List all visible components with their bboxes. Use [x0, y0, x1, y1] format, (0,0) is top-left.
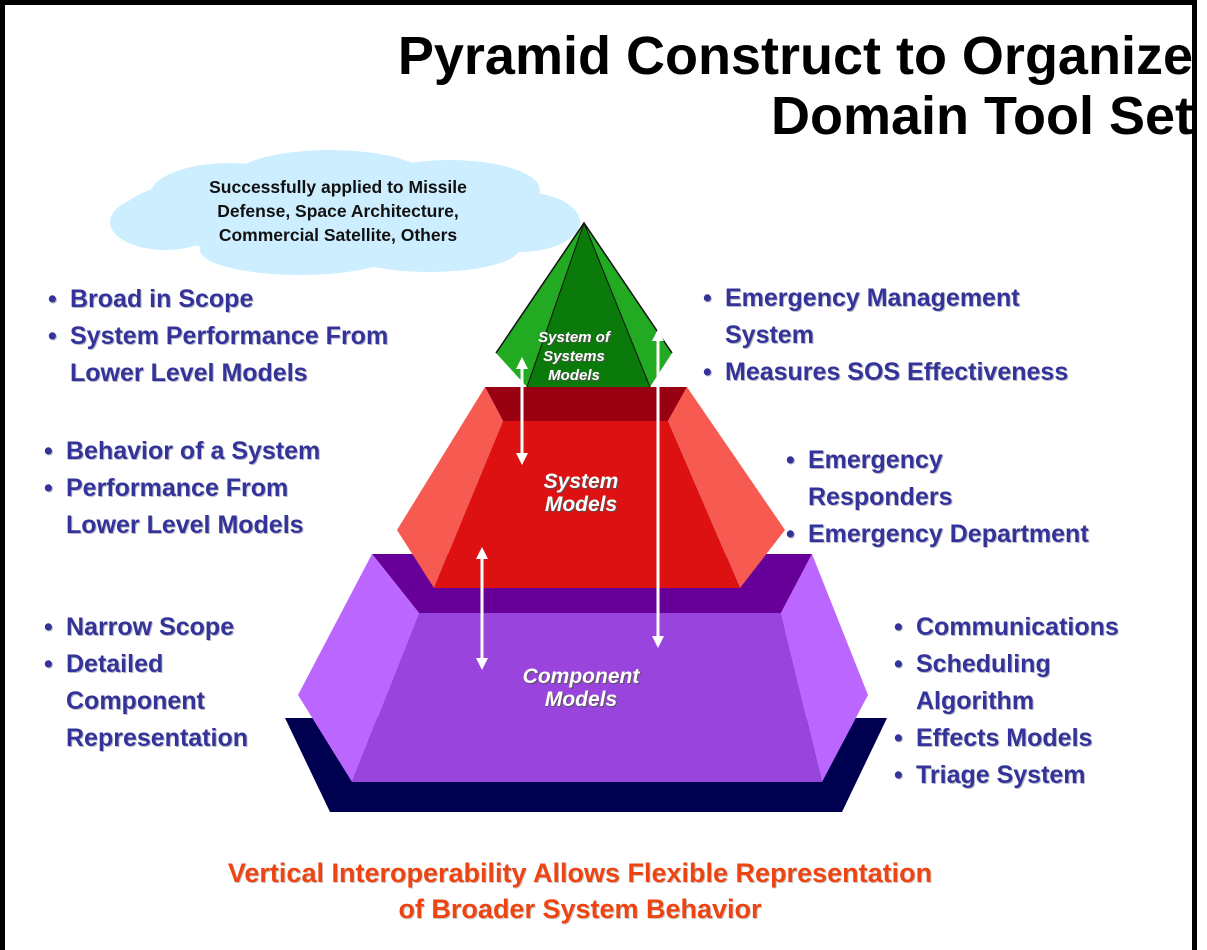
system-right-bullets: Emergency Responders Emergency Departmen…	[786, 442, 1089, 553]
sos-right-bullets: Emergency Management System Measures SOS…	[703, 280, 1068, 391]
system-left-bullets: Behavior of a System Performance From Lo…	[44, 433, 320, 544]
bullet-item: Measures SOS Effectiveness	[703, 354, 1068, 391]
cloud-line: Successfully applied to Missile	[209, 177, 467, 197]
bullet-item: Scheduling Algorithm	[894, 646, 1119, 720]
bullet-item: Emergency Responders	[786, 442, 1089, 516]
bullet-item: Emergency Department	[786, 516, 1089, 553]
system-tier-back	[485, 387, 687, 421]
cloud-line: Defense, Space Architecture,	[217, 201, 459, 221]
system-tier-left	[397, 387, 503, 588]
component-tier-face	[352, 613, 822, 782]
system-label-line: System	[543, 470, 619, 493]
cloud-text: Successfully applied to Missile Defense,…	[178, 175, 498, 247]
sos-tier-left	[496, 223, 584, 387]
component-tier-left	[298, 554, 419, 782]
sos-tier-right	[584, 223, 672, 387]
cloud-line: Commercial Satellite, Others	[218, 225, 458, 245]
component-label-line: Models	[544, 688, 618, 711]
system-label-line: Models	[544, 493, 618, 516]
footer-line-2: of Broader System Behavior	[398, 894, 762, 924]
sos-tier-ridge	[526, 221, 651, 388]
footer-line-1: Vertical Interoperability Allows Flexibl…	[227, 858, 933, 888]
sos-label-line: Models	[548, 367, 600, 384]
sos-label-line: System of	[538, 329, 610, 346]
system-tier-label: System Models	[526, 470, 636, 516]
bullet-item: Detailed Component Representation	[44, 646, 248, 757]
bullet-item: Emergency Management System	[703, 280, 1068, 354]
bullet-item: Narrow Scope	[44, 609, 248, 646]
bullet-item: Broad in Scope	[48, 281, 388, 318]
bullet-item: Behavior of a System	[44, 433, 320, 470]
sos-left-bullets: Broad in Scope System Performance From L…	[48, 281, 388, 392]
bullet-item: Performance From Lower Level Models	[44, 470, 320, 544]
component-tier-right	[781, 554, 868, 782]
cloud-shape	[110, 150, 580, 275]
component-right-bullets: Communications Scheduling Algorithm Effe…	[894, 609, 1119, 794]
sos-tier-face	[527, 223, 650, 387]
title-line-2: Domain Tool Set	[770, 86, 1193, 146]
slide-title: Pyramid Construct to Organize Domain Too…	[193, 26, 1193, 146]
bullet-item: Triage System	[894, 757, 1119, 794]
component-left-bullets: Narrow Scope Detailed Component Represen…	[44, 609, 248, 757]
component-label-line: Component	[522, 665, 640, 688]
title-line-1: Pyramid Construct to Organize	[397, 26, 1193, 86]
footer-caption: Vertical Interoperability Allows Flexibl…	[80, 855, 1080, 927]
sos-label-line: Systems	[543, 348, 605, 365]
component-tier-label: Component Models	[500, 665, 662, 711]
bullet-item: System Performance From Lower Level Mode…	[48, 318, 388, 392]
system-tier-right	[668, 387, 785, 588]
bullet-item: Effects Models	[894, 720, 1119, 757]
bullet-item: Communications	[894, 609, 1119, 646]
sos-tier-label: System of Systems Models	[528, 328, 620, 385]
